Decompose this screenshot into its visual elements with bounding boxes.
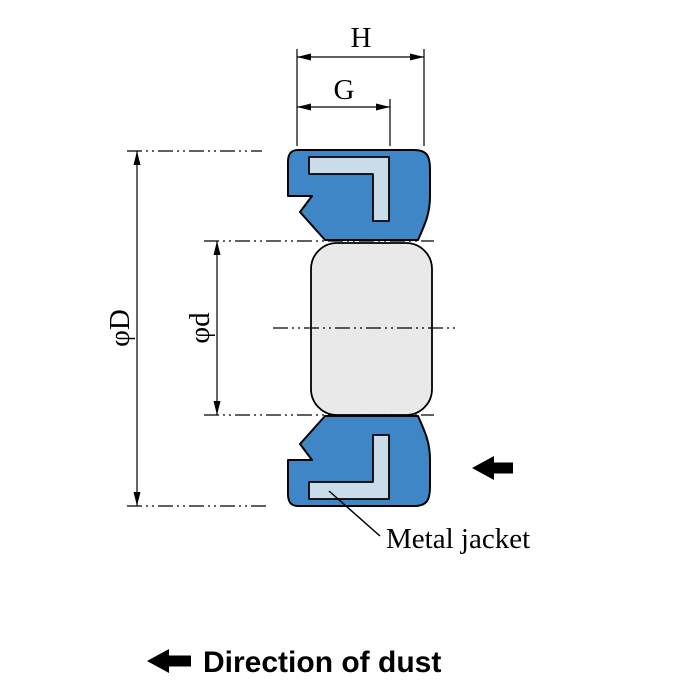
dimension-phi-d: φd: [184, 241, 221, 415]
dim-arrow-phi-d-top: [213, 241, 221, 255]
seal-top-section: [287, 149, 431, 241]
dim-label-g: G: [334, 74, 355, 106]
dimension-g: G: [297, 74, 390, 111]
dim-label-phi-D: φD: [104, 309, 136, 347]
dim-arrow-phi-d-bottom: [213, 401, 221, 415]
dim-arrow-h-left: [297, 53, 311, 61]
dust-direction-arrow-icon: [472, 456, 513, 480]
dim-arrow-g-right: [376, 103, 390, 111]
legend-arrow-icon: [147, 649, 191, 673]
seal-bottom-section: [287, 415, 431, 507]
metal-jacket-callout: Metal jacket: [328, 490, 530, 555]
extension-lines: [296, 49, 425, 146]
metal-jacket-top: [308, 156, 390, 222]
legend-direction-label: Direction of dust: [203, 646, 441, 679]
metal-jacket-label: Metal jacket: [386, 523, 530, 555]
metal-jacket-bottom: [308, 434, 390, 500]
dim-arrow-phi-D-bottom: [133, 492, 141, 506]
dimension-phi-D: φD: [104, 151, 141, 506]
dim-label-h: H: [351, 22, 372, 54]
dim-arrow-h-right: [410, 53, 424, 61]
metal-jacket-leader-line: [328, 490, 381, 537]
dimension-h: H: [297, 22, 424, 61]
dim-arrow-g-left: [297, 103, 311, 111]
inner-ring-ball: [310, 242, 433, 416]
legend-direction-of-dust: Direction of dust: [147, 646, 441, 679]
dim-arrow-phi-D-top: [133, 151, 141, 165]
centerlines: [127, 150, 456, 507]
dim-label-phi-d: φd: [184, 312, 216, 344]
